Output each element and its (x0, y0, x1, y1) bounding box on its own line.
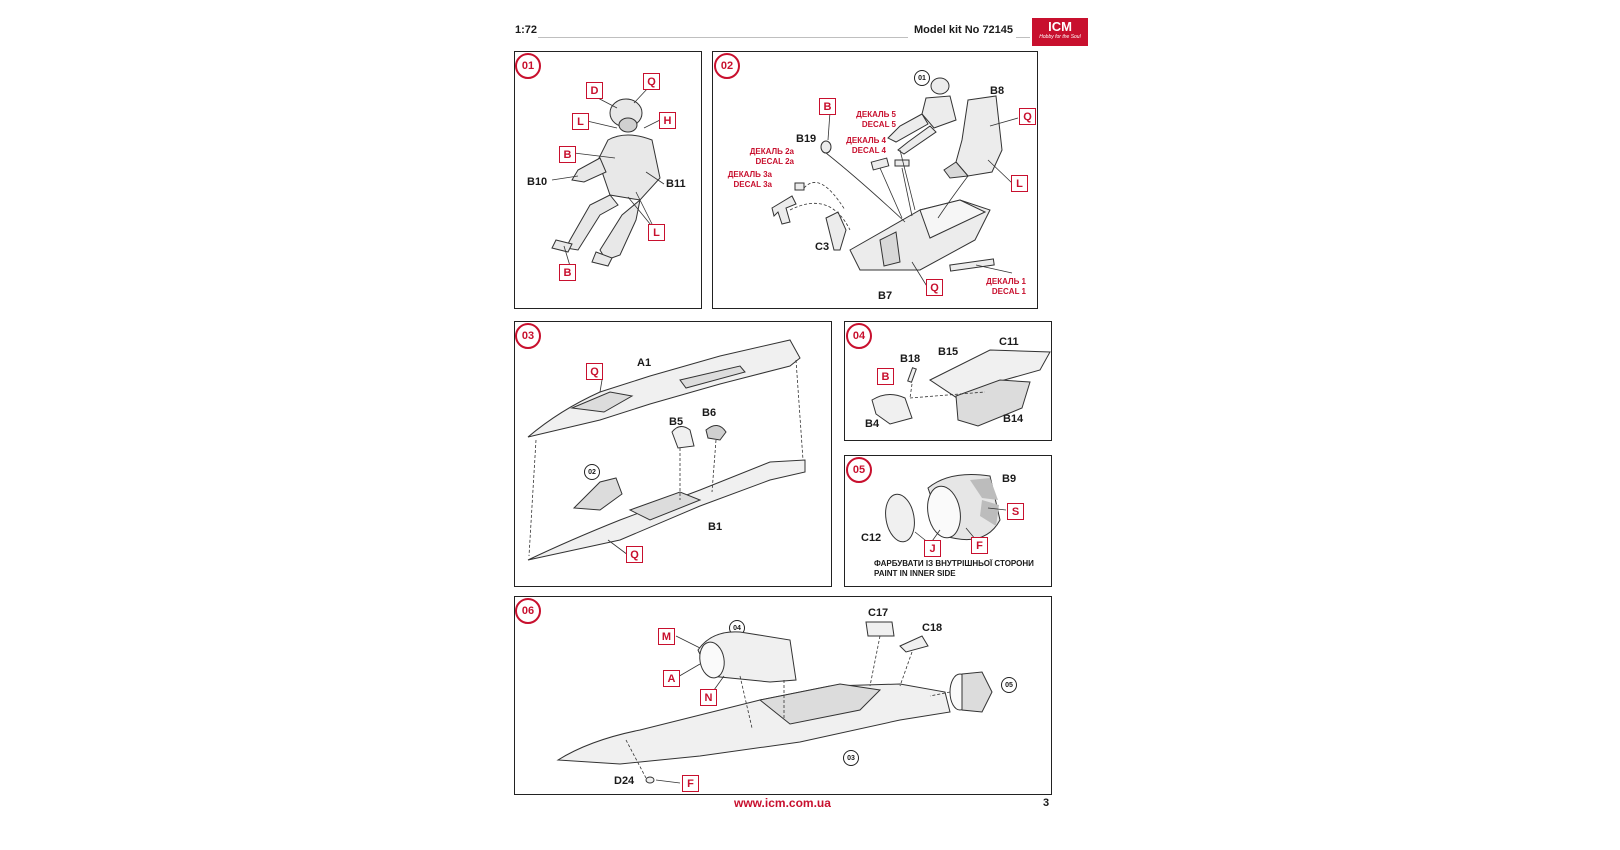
part-c17: C17 (868, 607, 889, 619)
part-b4: B4 (865, 418, 880, 430)
decal-2a-label: ДЕКАЛЬ 2а DECAL 2a (744, 147, 794, 167)
paint-note: ФАРБУВАТИ ІЗ ВНУТРІШНЬОЇ СТОРОНИ PAINT I… (874, 559, 1050, 579)
part-b1: B1 (708, 521, 723, 533)
part-b5: B5 (669, 416, 684, 428)
header-rule (538, 37, 908, 38)
part-b18: B18 (900, 353, 921, 365)
part-b14: B14 (1003, 413, 1024, 425)
part-c18: C18 (922, 622, 943, 634)
part-c12: C12 (861, 532, 882, 544)
color-code-l: L (1011, 175, 1028, 192)
part-a1: A1 (637, 357, 652, 369)
step-01-number: 01 (515, 53, 541, 79)
decal-5-ua: ДЕКАЛЬ 5 (856, 110, 896, 119)
color-code-l: L (572, 113, 589, 130)
scale-label: 1:72 (515, 24, 538, 36)
step-03-number: 03 (515, 323, 541, 349)
decal-1-label: ДЕКАЛЬ 1 DECAL 1 (976, 277, 1026, 297)
part-b11: B11 (666, 178, 686, 190)
logo-text: ICM (1048, 19, 1072, 34)
step-05-number: 05 (846, 457, 872, 483)
sub-step-01-ref: 01 (914, 70, 930, 86)
color-code-f: F (971, 537, 988, 554)
color-code-f: F (682, 775, 699, 792)
part-c11: C11 (999, 336, 1019, 348)
decal-2a-en: DECAL 2a (755, 157, 794, 166)
model-number: Model kit No 72145 (914, 24, 1014, 36)
part-b10: B10 (527, 176, 548, 188)
color-code-b: B (819, 98, 836, 115)
sub-step-02-ref: 02 (584, 464, 600, 480)
color-code-a: A (663, 670, 680, 687)
decal-4-label: ДЕКАЛЬ 4 DECAL 4 (836, 136, 886, 156)
color-code-q: Q (1019, 108, 1036, 125)
decal-3a-ua: ДЕКАЛЬ 3а (727, 170, 772, 179)
logo-tagline: Hobby for the Soul (1039, 34, 1081, 40)
footer-website-link[interactable]: www.icm.com.ua (734, 796, 831, 810)
decal-5-en: DECAL 5 (861, 120, 896, 129)
color-code-q-upper: Q (586, 363, 603, 380)
decal-4-ua: ДЕКАЛЬ 4 (846, 136, 886, 145)
part-b19: B19 (796, 133, 817, 145)
color-code-m: M (658, 628, 675, 645)
step-06-number: 06 (515, 598, 541, 624)
part-c3: C3 (815, 241, 830, 253)
decal-5-label: ДЕКАЛЬ 5 DECAL 5 (846, 110, 896, 130)
part-b8: B8 (990, 85, 1005, 97)
sub-step-03-ref: 03 (843, 750, 859, 766)
color-code-q-lower: Q (626, 546, 643, 563)
color-code-j: J (924, 540, 941, 557)
color-code-b: B (877, 368, 894, 385)
part-b9: B9 (1002, 473, 1017, 485)
paint-note-ua: ФАРБУВАТИ ІЗ ВНУТРІШНЬОЇ СТОРОНИ (874, 559, 1034, 568)
decal-1-en: DECAL 1 (991, 287, 1026, 296)
color-code-b-boots: B (559, 264, 576, 281)
color-code-h: H (659, 112, 676, 129)
step-02-number: 02 (714, 53, 740, 79)
paint-note-en: PAINT IN INNER SIDE (874, 569, 956, 578)
decal-1-ua: ДЕКАЛЬ 1 (986, 277, 1026, 286)
step-04-number: 04 (846, 323, 872, 349)
sub-step-05-ref: 05 (1001, 677, 1017, 693)
decal-4-en: DECAL 4 (851, 146, 886, 155)
color-code-q: Q (643, 73, 660, 90)
part-b6: B6 (702, 407, 717, 419)
color-code-b: B (559, 146, 576, 163)
decal-3a-label: ДЕКАЛЬ 3а DECAL 3a (722, 170, 772, 190)
page-number: 3 (1043, 797, 1050, 809)
color-code-s: S (1007, 503, 1024, 520)
color-code-q-tub: Q (926, 279, 943, 296)
color-code-l-legs: L (648, 224, 665, 241)
color-code-n: N (700, 689, 717, 706)
color-code-d: D (586, 82, 603, 99)
icm-logo: ICM Hobby for the Soul (1032, 18, 1088, 46)
part-b15: B15 (938, 346, 959, 358)
decal-3a-en: DECAL 3a (733, 180, 772, 189)
part-b7: B7 (878, 290, 893, 302)
decal-2a-ua: ДЕКАЛЬ 2а (749, 147, 794, 156)
header-rule-right (1016, 37, 1030, 38)
part-d24: D24 (614, 775, 635, 787)
